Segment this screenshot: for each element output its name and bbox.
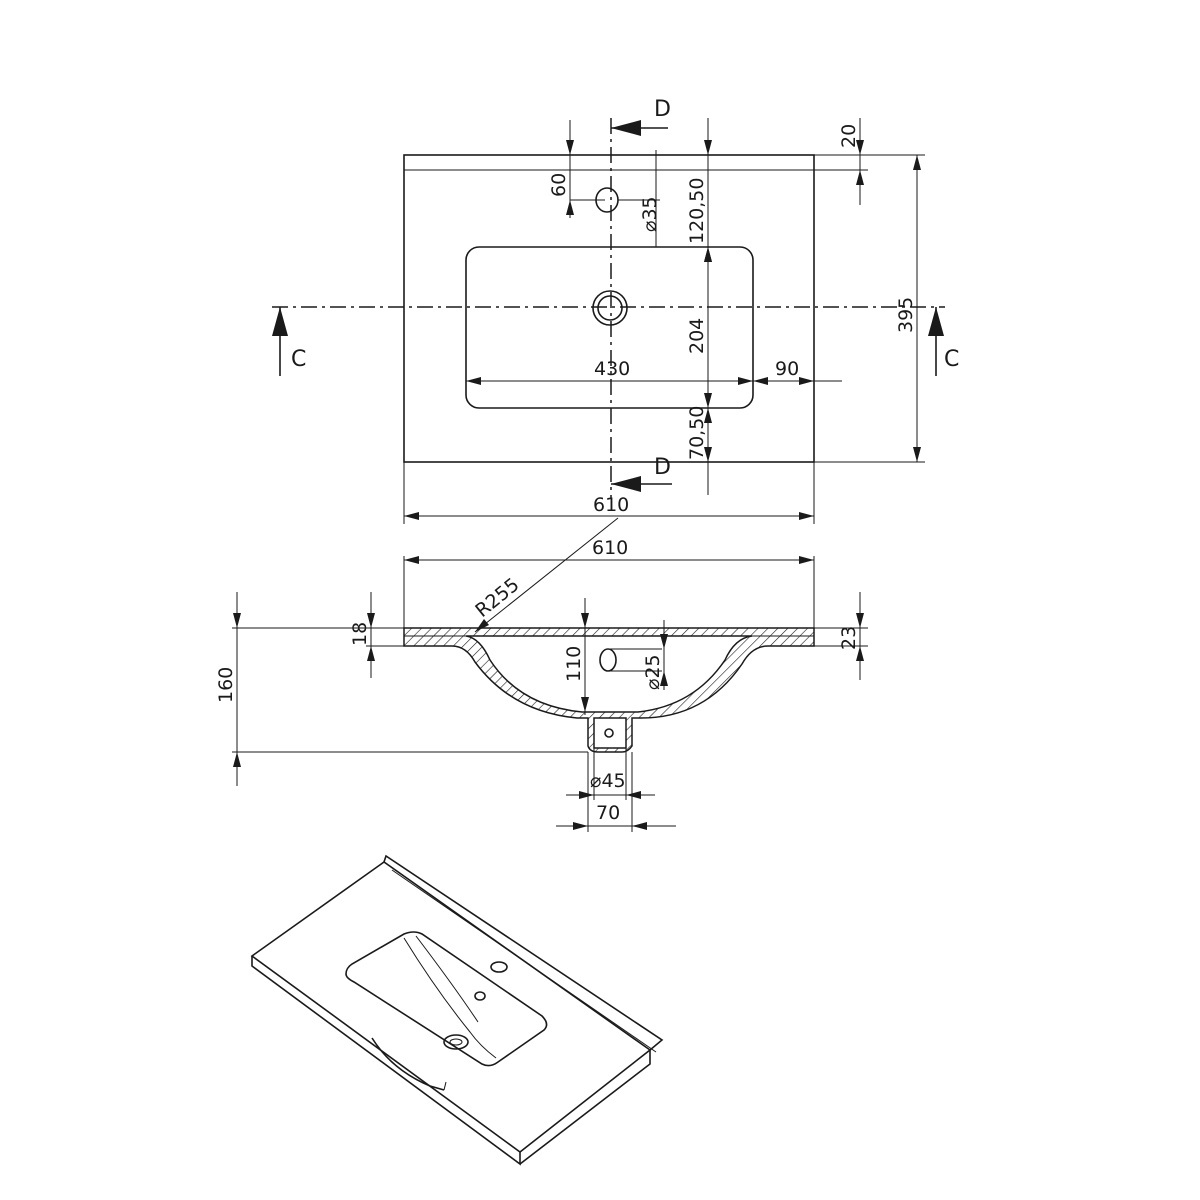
top-view: D D C C 20 60 ⌀35 120,50 <box>272 97 959 524</box>
dim-20: 20 <box>838 124 860 148</box>
dim-23: 23 <box>838 626 860 650</box>
dim-610-top: 610 <box>593 494 629 516</box>
section-c-label-right: C <box>944 347 959 372</box>
drain-outer <box>592 290 628 326</box>
dim-204: 204 <box>686 318 708 354</box>
dim-430: 430 <box>594 358 630 380</box>
dim-70: 70 <box>596 802 620 824</box>
dim-120-50: 120,50 <box>686 178 708 244</box>
dim-dia45: ⌀45 <box>590 770 626 792</box>
dim-160: 160 <box>215 667 237 703</box>
dim-dia35: ⌀35 <box>639 196 661 232</box>
basin-outline <box>465 246 754 409</box>
dim-dia25: ⌀25 <box>642 654 664 690</box>
drain-inner <box>597 295 623 321</box>
dim-90: 90 <box>775 358 799 380</box>
dim-110: 110 <box>563 646 585 682</box>
dim-395: 395 <box>895 297 917 333</box>
dim-18: 18 <box>349 622 371 646</box>
section-d-label-bottom: D <box>654 455 671 480</box>
countertop-outline <box>403 154 815 463</box>
dim-60: 60 <box>548 173 570 197</box>
isometric-view <box>250 854 664 1166</box>
section-d-label-top: D <box>654 97 671 122</box>
section-c-label-left: C <box>291 347 306 372</box>
dim-610-section: 610 <box>592 537 628 559</box>
iso-basin <box>345 931 548 1067</box>
iso-tap-hole <box>490 961 508 973</box>
drain-section <box>593 717 627 749</box>
dim-70-50: 70,50 <box>686 406 708 460</box>
section-view: 610 R255 18 160 110 ⌀25 2 <box>215 517 868 832</box>
overflow-hole <box>599 648 617 672</box>
